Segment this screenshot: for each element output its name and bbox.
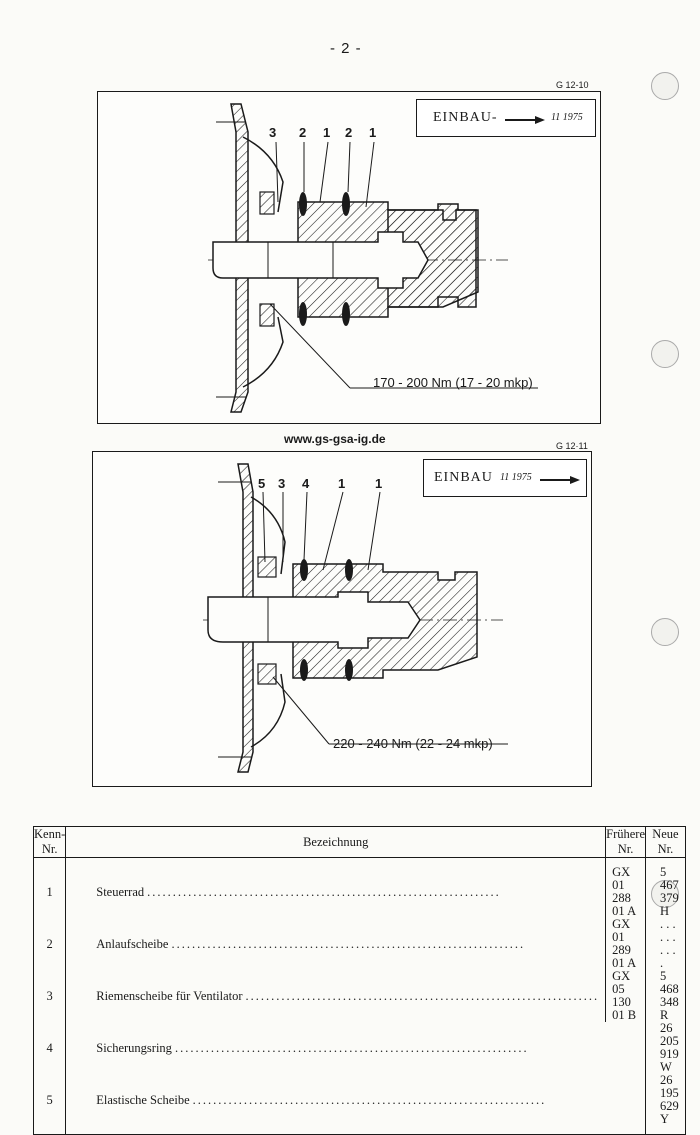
punch-hole <box>651 72 679 100</box>
column-header: Neue Nr. <box>645 826 686 858</box>
einbau-date: 11 1975 <box>551 112 583 123</box>
kenn-nr: 1 <box>32 857 67 918</box>
callout-label: 2 <box>345 125 353 140</box>
fruehere-nr: GX 01 289 01 A <box>605 918 647 970</box>
fruehere-nr: GX 05 130 01 B <box>605 970 647 1022</box>
kenn-nr: 4 <box>32 1022 67 1074</box>
punch-hole <box>651 340 679 368</box>
bezeichnung: Steuerrad <box>96 884 145 899</box>
neue-nr: . . . . . . . . . . <box>645 918 686 970</box>
bezeichnung: Anlaufscheibe <box>96 936 169 951</box>
callout-label: 1 <box>375 476 383 491</box>
pulley-section-drawing <box>203 463 508 773</box>
figure-top: EINBAU- 11 1975 <box>97 91 601 424</box>
callout-label: 2 <box>299 125 307 140</box>
figure-code: G 12-10 <box>556 80 589 90</box>
website-url: www.gs-gsa-ig.de <box>284 432 386 446</box>
callout-label: 3 <box>278 476 286 491</box>
page-number: - 2 - <box>330 40 362 57</box>
parts-table: Kenn-Nr. Bezeichnung Frühere Nr. Neue Nr… <box>32 826 686 1135</box>
bezeichnung: Elastische Scheibe <box>96 1092 190 1107</box>
table-row: 4 Sicherungsring 26 205 919 W <box>32 1022 686 1074</box>
table-row: 3 Riemenscheibe für Ventilator GX 05 130… <box>32 970 686 1022</box>
table-row: 5 Elastische Scheibe 26 195 629 Y <box>32 1074 686 1135</box>
figure-code: G 12·11 <box>556 441 588 451</box>
neue-nr: 5 468 348 R <box>645 970 686 1022</box>
pulley-section-drawing <box>208 103 538 413</box>
torque-spec: 170 - 200 Nm (17 - 20 mkp) <box>373 375 533 390</box>
arrow-right-icon <box>540 476 580 484</box>
table-header-row: Kenn-Nr. Bezeichnung Frühere Nr. Neue Nr… <box>32 826 686 858</box>
einbau-text: EINBAU <box>434 470 493 485</box>
kenn-nr: 2 <box>32 918 67 970</box>
column-header: Frühere Nr. <box>605 826 647 858</box>
einbau-label: EINBAU- 11 1975 <box>416 99 596 137</box>
column-header: Kenn-Nr. <box>32 826 67 858</box>
neue-nr: 26 205 919 W <box>645 1022 686 1074</box>
callout-label: 1 <box>338 476 346 491</box>
bezeichnung: Riemenscheibe für Ventilator <box>96 988 243 1003</box>
bezeichnung: Sicherungsring <box>96 1040 172 1055</box>
fruehere-nr: GX 01 288 01 A <box>605 857 647 918</box>
torque-spec: 220 - 240 Nm (22 - 24 mkp) <box>333 736 493 751</box>
callout-label: 5 <box>258 476 266 491</box>
punch-hole <box>651 618 679 646</box>
kenn-nr: 5 <box>32 1074 67 1135</box>
table-row: 1 Steuerrad GX 01 288 01 A 5 467 379 H <box>32 857 686 918</box>
callout-label: 3 <box>269 125 277 140</box>
figure-bottom: EINBAU 11 1975 5 3 4 1 1 <box>92 451 592 787</box>
einbau-text: EINBAU- <box>433 110 498 125</box>
neue-nr: 26 195 629 Y <box>645 1074 686 1135</box>
table-row: 2 Anlaufscheibe GX 01 289 01 A . . . . .… <box>32 918 686 970</box>
einbau-date: 11 1975 <box>500 472 532 483</box>
callout-label: 1 <box>369 125 377 140</box>
callout-label: 4 <box>302 476 310 491</box>
column-header: Bezeichnung <box>65 826 607 858</box>
neue-nr: 5 467 379 H <box>645 857 686 918</box>
kenn-nr: 3 <box>32 970 67 1022</box>
callout-label: 1 <box>323 125 331 140</box>
arrow-right-icon <box>505 116 545 124</box>
einbau-label: EINBAU 11 1975 <box>423 459 587 497</box>
